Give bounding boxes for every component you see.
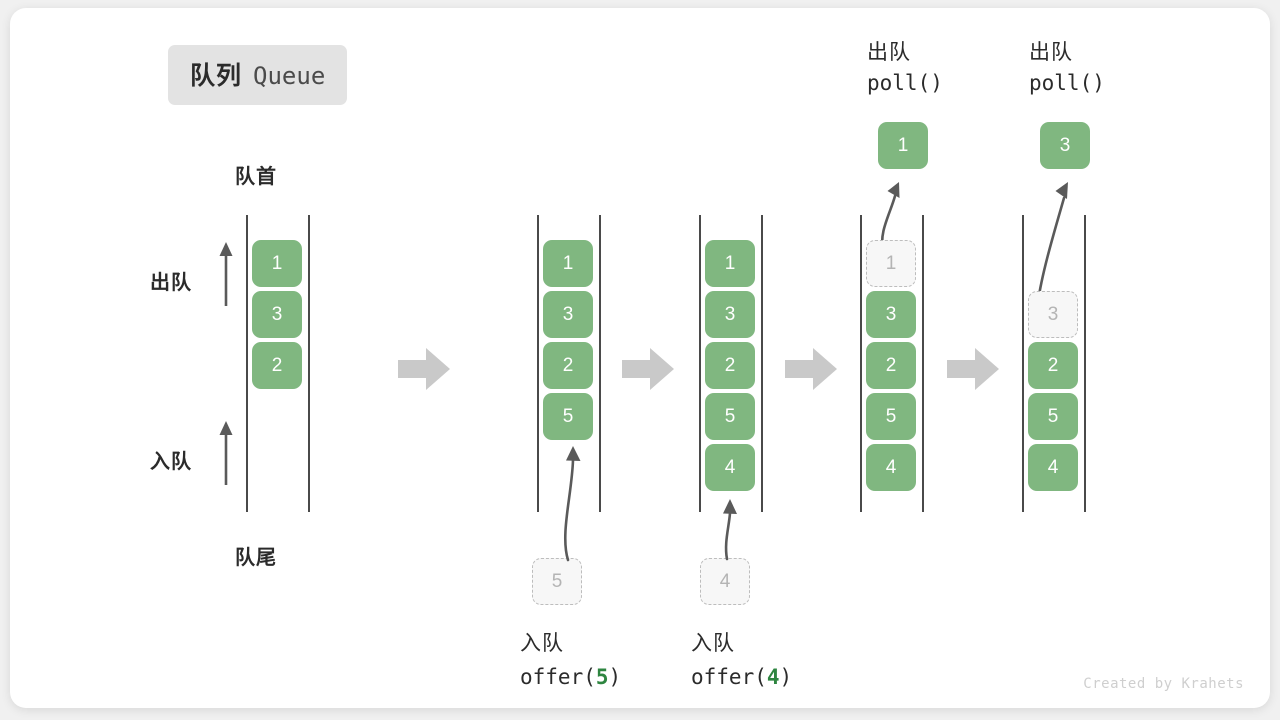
code-suffix: ) [608, 664, 622, 689]
title-en: Queue [253, 62, 326, 90]
queue-rail-right [599, 215, 601, 512]
op-title-poll-1: 出队 poll() [867, 38, 943, 99]
caption-offer-5: 入队 offer(5) [520, 628, 621, 693]
queue-rail-right [761, 215, 763, 512]
queue-cells-initial: 1 3 2 [252, 240, 302, 389]
op-title-poll-3-code: poll() [1029, 71, 1105, 96]
queue-cell: 4 [866, 444, 916, 491]
title-cn: 队列 [190, 62, 243, 90]
queue-cell: 5 [705, 393, 755, 440]
queue-cell: 3 [866, 291, 916, 338]
op-title-poll-3-cn: 出队 [1029, 41, 1073, 64]
caption-offer-4: 入队 offer(4) [691, 628, 792, 693]
caption-offer-4-cn: 入队 [691, 632, 735, 655]
queue-cell: 2 [866, 342, 916, 389]
queue-rail-left [537, 215, 539, 512]
incoming-element-5: 5 [532, 558, 582, 605]
queue-cells-after-offer-4: 1 3 2 5 4 [705, 240, 755, 491]
caption-offer-5-cn: 入队 [520, 632, 564, 655]
watermark: Created by Krahets [1083, 676, 1244, 692]
op-title-poll-1-cn: 出队 [867, 41, 911, 64]
step-arrow-3-icon [785, 346, 837, 392]
queue-rail-right [1084, 215, 1086, 512]
op-title-poll-1-code: poll() [867, 71, 943, 96]
enqueue-side-label: 入队 [150, 451, 192, 473]
step-arrow-1-icon [398, 346, 450, 392]
enqueue-flow-arrow-5-icon [550, 442, 590, 562]
queue-cell: 3 [252, 291, 302, 338]
enqueue-flow-arrow-4-icon [713, 495, 749, 561]
code-prefix: offer( [520, 664, 596, 689]
queue-cell: 1 [705, 240, 755, 287]
queue-cell: 1 [543, 240, 593, 287]
queue-head-label: 队首 [235, 166, 277, 188]
diagram-card: 队列 Queue 队首 队尾 出队 入队 1 3 2 [10, 8, 1270, 708]
queue-cell: 3 [543, 291, 593, 338]
queue-cell: 4 [705, 444, 755, 491]
queue-cell: 2 [705, 342, 755, 389]
queue-cell: 3 [705, 291, 755, 338]
step-arrow-2-icon [622, 346, 674, 392]
caption-offer-4-code: offer(4) [691, 661, 792, 694]
queue-rail-right [922, 215, 924, 512]
caption-offer-5-code: offer(5) [520, 661, 621, 694]
polled-element-3: 3 [1040, 122, 1090, 169]
code-num: 4 [766, 664, 780, 689]
queue-cell: 2 [543, 342, 593, 389]
queue-rail-left [1022, 215, 1024, 512]
enqueue-direction-arrow-icon [215, 419, 237, 487]
queue-tail-label: 队尾 [235, 547, 277, 569]
code-num: 5 [595, 664, 609, 689]
queue-cell: 5 [1028, 393, 1078, 440]
dequeue-side-label: 出队 [150, 272, 192, 294]
queue-rail-left [246, 215, 248, 512]
queue-cell: 1 [866, 240, 916, 287]
queue-cell: 4 [1028, 444, 1078, 491]
polled-element-1: 1 [878, 122, 928, 169]
queue-cell: 3 [1028, 291, 1078, 338]
queue-cells-after-poll-1: 1 3 2 5 4 [866, 240, 916, 491]
queue-cells-after-offer-5: 1 3 2 5 [543, 240, 593, 440]
queue-rail-right [308, 215, 310, 512]
code-suffix: ) [779, 664, 793, 689]
queue-rail-left [860, 215, 862, 512]
dequeue-direction-arrow-icon [215, 240, 237, 308]
queue-cell: 5 [866, 393, 916, 440]
op-title-poll-3: 出队 poll() [1029, 38, 1105, 99]
incoming-element-4: 4 [700, 558, 750, 605]
queue-cell: 2 [252, 342, 302, 389]
queue-rail-left [699, 215, 701, 512]
diagram-title-badge: 队列 Queue [168, 45, 348, 105]
queue-cell: 5 [543, 393, 593, 440]
step-arrow-4-icon [947, 346, 999, 392]
queue-cells-after-poll-3: 3 2 5 4 [1028, 240, 1078, 491]
queue-cell: 2 [1028, 342, 1078, 389]
code-prefix: offer( [691, 664, 767, 689]
queue-cell: 1 [252, 240, 302, 287]
